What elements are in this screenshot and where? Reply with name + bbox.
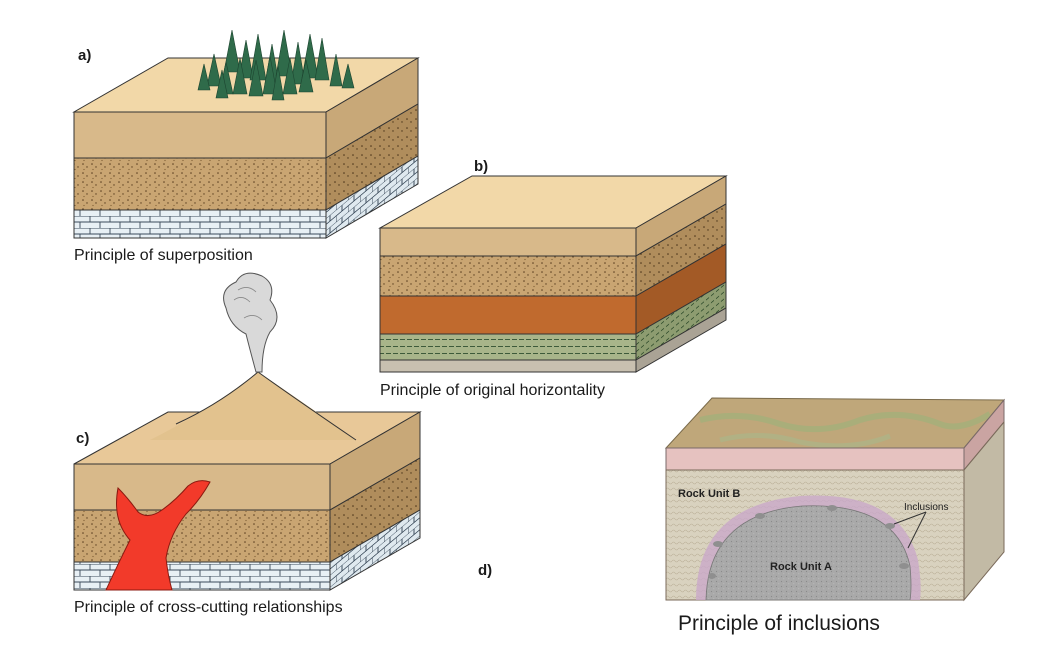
panel-c-caption: Principle of cross-cutting relationships — [74, 599, 343, 616]
cross-cutting-block — [73, 371, 422, 591]
panel-c-letter: c) — [76, 430, 89, 447]
panel-a-caption: Principle of superposition — [74, 247, 253, 264]
volcanic-plume — [223, 272, 278, 373]
panel-a-letter: a) — [78, 47, 91, 64]
panel-b-caption: Principle of original horizontality — [380, 382, 605, 399]
rock-unit-a-label: Rock Unit A — [770, 561, 832, 573]
rock-unit-b-label: Rock Unit B — [678, 488, 740, 500]
panel-b-letter: b) — [474, 158, 488, 175]
panel-d-letter: d) — [478, 562, 492, 579]
horizontality-block — [378, 175, 728, 373]
igneous-intrusion — [105, 480, 211, 591]
inclusions-label: Inclusions — [904, 502, 948, 513]
inclusions-block — [664, 397, 1006, 602]
forest-trees — [197, 29, 355, 101]
panel-d-caption: Principle of inclusions — [678, 612, 880, 635]
superposition-block — [72, 57, 420, 239]
